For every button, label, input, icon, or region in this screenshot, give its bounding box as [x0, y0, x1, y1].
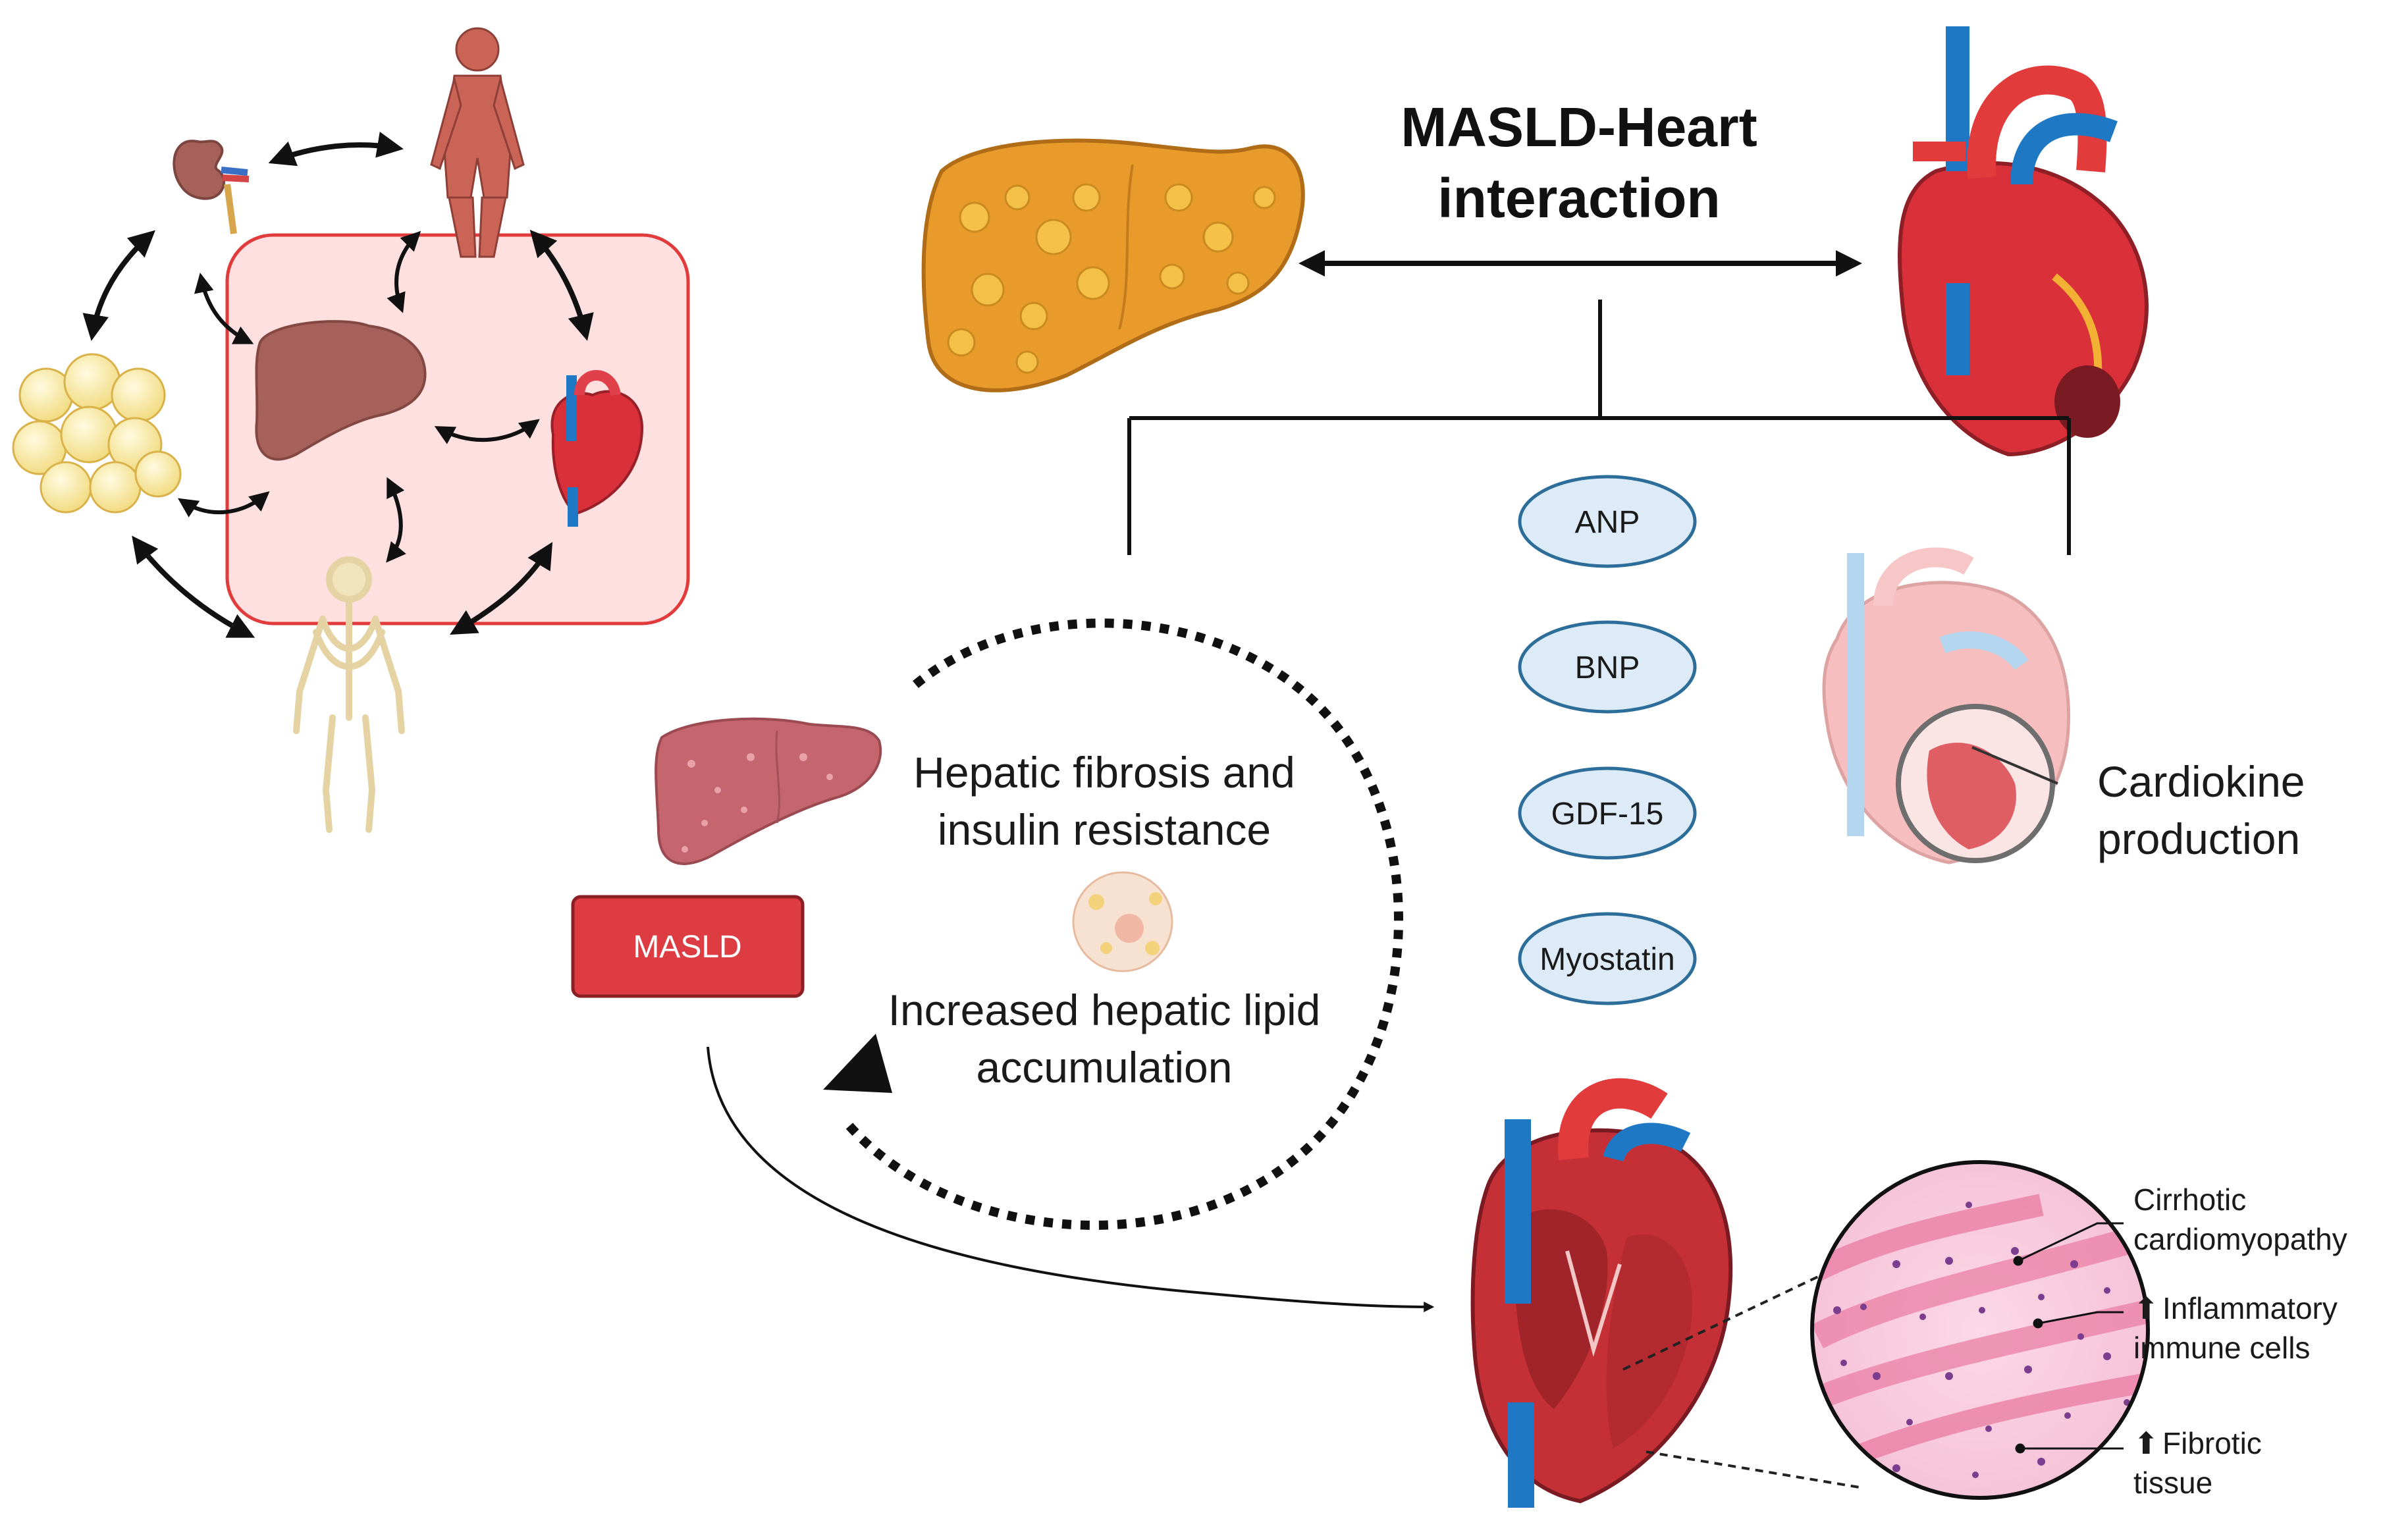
arrow-skeleton-heart — [450, 542, 553, 635]
adipose-tissue-icon — [12, 353, 182, 514]
masld-box: MASLD — [571, 895, 805, 998]
zoom-line-bottom — [1646, 1450, 1864, 1489]
cycle-arrowhead — [823, 1034, 892, 1093]
cardiokine-pill-1: ANP — [1518, 475, 1697, 568]
cardiokine-label: Myostatin — [1540, 942, 1674, 977]
cardiokine-pill-4: Myostatin — [1518, 912, 1697, 1005]
fibrotic-label-line1: Fibrotic — [2162, 1426, 2262, 1460]
histology-callouts — [2013, 1222, 2124, 1454]
inflammatory-label-line1: Inflammatory — [2162, 1291, 2338, 1325]
kidney-icon — [173, 140, 250, 234]
cardiokine-pill-2: BNP — [1518, 620, 1697, 714]
histology-circle — [1810, 1160, 2150, 1500]
cardiokine-label: GDF-15 — [1551, 797, 1664, 832]
small-heart-icon — [550, 370, 644, 527]
organ-network — [12, 27, 690, 833]
masld-box-label: MASLD — [633, 930, 741, 965]
cirrhotic-label-line2: cardiomyopathy — [2133, 1222, 2347, 1256]
lipid-text-line2: accumulation — [977, 1043, 1233, 1092]
arrow-kidney-liver — [194, 273, 254, 344]
arrow-kidney-muscle — [268, 132, 404, 167]
bracket — [1127, 300, 2071, 555]
arrow-fat-skeleton — [132, 535, 255, 638]
masld-to-heart-arrow — [707, 1046, 1435, 1312]
fibrosis-text-line2: insulin resistance — [938, 805, 1271, 854]
magnifier-inner — [1927, 743, 2016, 849]
fatty-liver-icon — [921, 138, 1305, 392]
cardiokine-label: BNP — [1575, 651, 1640, 685]
fibrotic-label-line2: tissue — [2133, 1466, 2212, 1500]
muscle-body-icon — [430, 27, 525, 258]
title-line2: interaction — [1437, 167, 1720, 229]
inflammatory-label-line2: immune cells — [2133, 1331, 2310, 1365]
small-liver-icon — [255, 320, 427, 461]
lipid-text-line1: Increased hepatic lipid — [888, 986, 1321, 1034]
cardiokine-pill-3: GDF-15 — [1518, 766, 1697, 860]
skeleton-icon — [293, 556, 405, 833]
up-arrow-icon: ⬆ — [2133, 1291, 2159, 1325]
zoom-line-top — [1622, 1269, 1831, 1371]
arrow-kidney-fat — [82, 230, 155, 341]
cirrhotic-label-line1: Cirrhotic — [2133, 1182, 2246, 1217]
arrow-muscle-liver — [387, 230, 421, 313]
cardiokine-label: ANP — [1575, 505, 1640, 540]
lipid-droplet-icon — [1072, 871, 1173, 972]
heart-top-icon — [1898, 26, 2149, 457]
arrow-liver-heart — [434, 419, 540, 444]
cardiokine-pointer — [1971, 746, 2058, 785]
fibrotic-liver-icon — [655, 717, 882, 865]
arrow-liver-skeleton — [386, 477, 406, 563]
cardiokine-production-line2: production — [2097, 814, 2300, 863]
cycle-dotted-arrow — [845, 618, 1403, 1230]
heart-cross-section-icon — [1470, 1078, 1732, 1508]
fibrosis-text-line1: Hepatic fibrosis and — [913, 748, 1295, 797]
arrow-muscle-heart — [529, 230, 594, 341]
cardiokine-production-line1: Cardiokine — [2097, 757, 2305, 806]
title-line1: MASLD-Heart — [1401, 96, 1757, 158]
up-arrow-icon: ⬆ — [2133, 1426, 2159, 1460]
arrow-fat-liver — [178, 491, 270, 518]
